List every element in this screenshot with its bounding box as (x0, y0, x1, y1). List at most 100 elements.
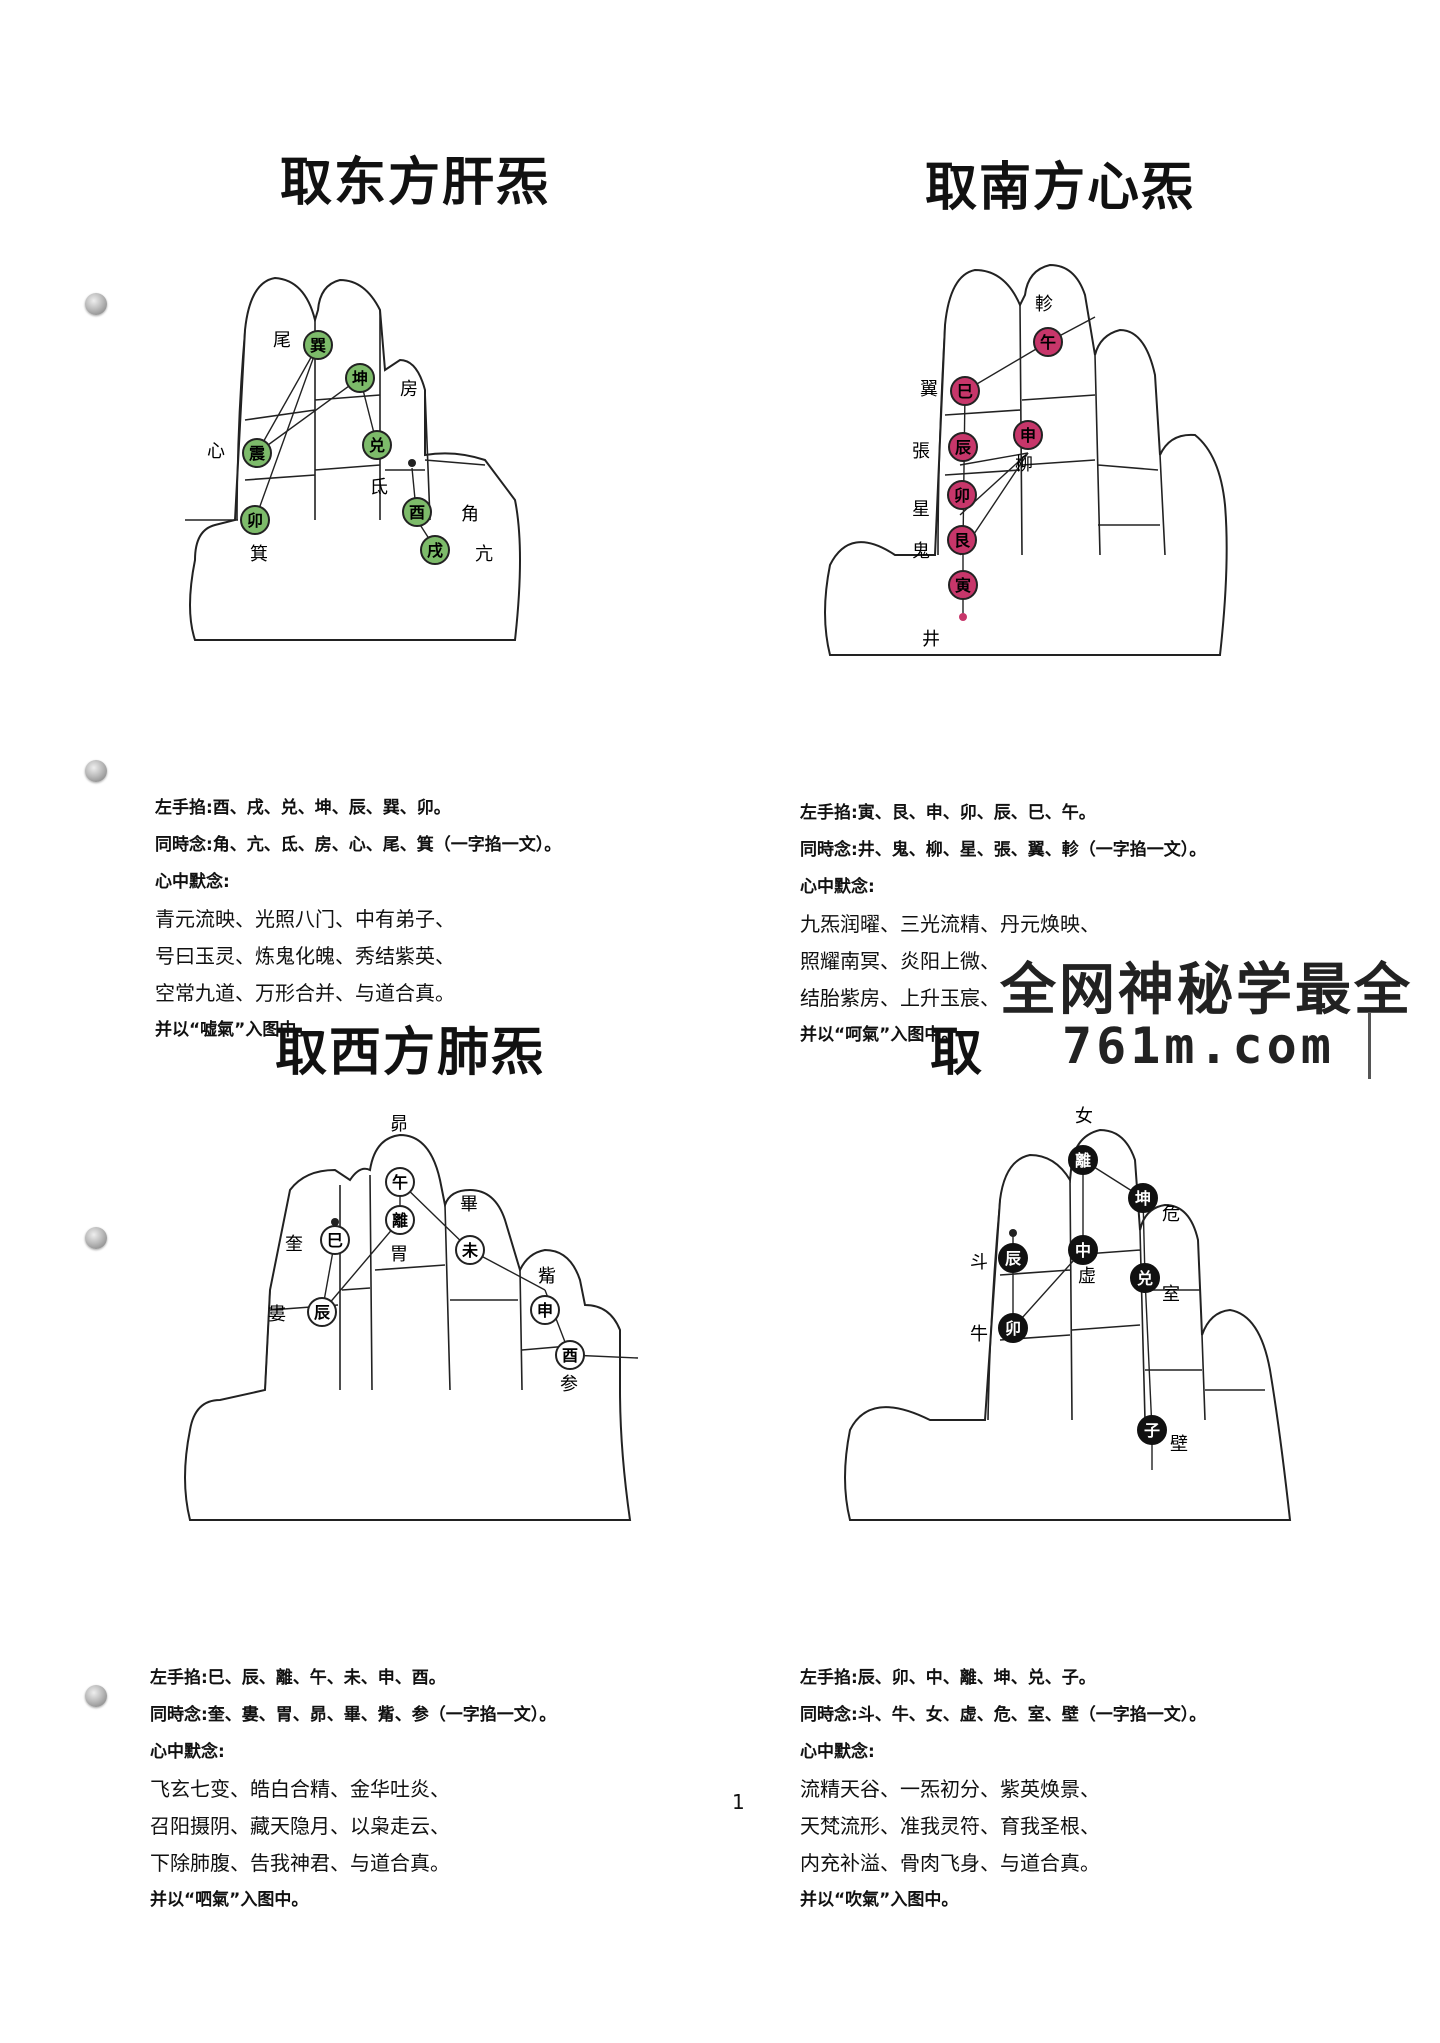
branch-marker: 午 (1033, 327, 1063, 357)
svg-text:艮: 艮 (954, 531, 971, 550)
branch-marker: 申 (1013, 420, 1043, 450)
svg-text:辰: 辰 (955, 438, 971, 457)
finger-lines (264, 1174, 581, 1391)
svg-text:危: 危 (1162, 1204, 1180, 1225)
svg-text:壁: 壁 (1170, 1434, 1188, 1455)
branch-marker: 辰 (998, 1243, 1028, 1273)
branch-markers: 午 巳 辰 卯 艮 寅 申 (947, 327, 1063, 600)
svg-text:離: 離 (1075, 1151, 1091, 1170)
branch-marker: 艮 (947, 525, 977, 555)
svg-text:斗: 斗 (970, 1252, 988, 1273)
svg-text:午: 午 (392, 1173, 408, 1192)
branch-marker: 卯 (947, 480, 977, 510)
branch-marker: 辰 (948, 432, 978, 462)
branch-marker: 戌 (420, 535, 450, 565)
branch-markers: 午 巳 離 未 辰 申 酉 (307, 1167, 585, 1370)
branch-marker: 酉 (402, 497, 432, 527)
branch-markers: 巽 震 坤 兑 酉 戌 卯 (240, 330, 450, 565)
svg-text:昴: 昴 (390, 1114, 408, 1135)
watermark-divider (1368, 1013, 1371, 1079)
svg-text:午: 午 (1040, 333, 1056, 352)
svg-text:張: 張 (912, 441, 930, 462)
svg-text:辰: 辰 (1005, 1249, 1021, 1268)
svg-text:女: 女 (1075, 1106, 1093, 1127)
palm-outline (189, 276, 521, 641)
svg-text:卯: 卯 (247, 511, 263, 530)
panel-text: 左手掐:辰、卯、中、離、坤、兑、子。 同時念:斗、牛、女、虚、危、室、壁（一字掐… (800, 1668, 1207, 1910)
finger-lines (987, 1179, 1265, 1421)
svg-text:酉: 酉 (562, 1346, 578, 1365)
hand-diagram-north: 離 坤 辰 中 兑 卯 子 女 危 斗 虚 室 牛 壁 (844, 1106, 1292, 1521)
svg-text:軫: 軫 (1035, 294, 1053, 315)
svg-text:亢: 亢 (475, 544, 493, 565)
panel-east: 取东方肝炁 巽 震 坤 兑 酉 戌 卯 尾 房 心 氐 角 亢 箕 (155, 140, 715, 1040)
svg-text:翼: 翼 (920, 379, 938, 400)
svg-text:申: 申 (537, 1301, 553, 1320)
branch-marker: 寅 (948, 570, 978, 600)
branch-marker: 兑 (362, 430, 392, 460)
panel-north: 取 離 坤 辰 中 兑 卯 子 女 危 斗 虚 室 牛 壁 (800, 1010, 1360, 1910)
svg-text:寅: 寅 (955, 576, 971, 595)
branch-marker: 卯 (240, 505, 270, 535)
branch-marker: 坤 (345, 363, 375, 393)
panel-west: 取西方肺炁 午 巳 離 未 辰 申 酉 昴 畢 奎 胃 婁 觜 参 (150, 1010, 710, 1910)
branch-marker: 辰 (307, 1297, 337, 1327)
svg-text:巳: 巳 (327, 1231, 343, 1250)
svg-text:参: 参 (560, 1374, 578, 1395)
branch-marker: 申 (530, 1295, 560, 1325)
branch-marker: 離 (385, 1205, 415, 1235)
svg-text:觜: 觜 (538, 1266, 556, 1287)
svg-text:星: 星 (912, 499, 930, 520)
palm-outline (184, 1133, 632, 1521)
svg-text:巽: 巽 (310, 336, 326, 355)
svg-text:未: 未 (461, 1241, 478, 1260)
svg-text:氐: 氐 (370, 477, 388, 498)
svg-text:柳: 柳 (1015, 454, 1033, 475)
svg-text:辰: 辰 (314, 1303, 330, 1322)
svg-text:井: 井 (922, 629, 940, 650)
svg-text:坤: 坤 (1135, 1189, 1151, 1208)
svg-text:箕: 箕 (250, 544, 268, 565)
svg-text:震: 震 (248, 444, 266, 463)
star-labels: 軫 翼 張 星 鬼 井 柳 (912, 294, 1053, 650)
watermark: 全网神秘学最全 761m.com (1000, 945, 1440, 1085)
branch-marker: 坤 (1128, 1183, 1158, 1213)
panel-text: 左手掐:巳、辰、離、午、未、申、酉。 同時念:奎、婁、胃、昴、畢、觜、参（一字掐… (150, 1668, 557, 1910)
svg-text:酉: 酉 (409, 503, 425, 522)
svg-text:尾: 尾 (273, 330, 291, 351)
svg-text:子: 子 (1144, 1421, 1160, 1440)
svg-text:婁: 婁 (268, 1304, 286, 1325)
branch-marker: 巽 (303, 330, 333, 360)
svg-text:坤: 坤 (352, 369, 368, 388)
svg-text:兑: 兑 (1137, 1269, 1153, 1288)
svg-text:兑: 兑 (369, 436, 385, 455)
svg-text:卯: 卯 (954, 486, 970, 505)
svg-text:角: 角 (461, 504, 479, 525)
svg-text:巳: 巳 (957, 382, 973, 401)
panel-title: 取西方肺炁 (274, 1022, 545, 1083)
svg-text:畢: 畢 (460, 1194, 478, 1215)
finger-lines (236, 310, 486, 521)
svg-text:房: 房 (400, 379, 418, 400)
branch-marker: 離 (1068, 1145, 1098, 1175)
svg-text:虚: 虚 (1078, 1266, 1096, 1287)
watermark-line2: 761m.com (1062, 1017, 1335, 1075)
branch-marker: 中 (1068, 1235, 1098, 1265)
svg-text:中: 中 (1075, 1241, 1091, 1260)
hand-diagram-south: 午 巳 辰 卯 艮 寅 申 軫 翼 張 星 鬼 井 柳 (824, 263, 1228, 656)
binder-hole (85, 760, 107, 782)
panel-south: 取南方心炁 午 巳 辰 卯 艮 寅 申 軫 翼 張 星 鬼 井 柳 (800, 145, 1360, 1045)
panel-title: 取 (930, 1022, 985, 1083)
svg-text:鬼: 鬼 (912, 541, 930, 562)
branch-marker: 震 (242, 438, 272, 468)
svg-text:申: 申 (1020, 426, 1036, 445)
panel-title: 取东方肝炁 (279, 152, 550, 213)
svg-text:戌: 戌 (427, 541, 443, 560)
branch-markers: 離 坤 辰 中 兑 卯 子 (998, 1145, 1167, 1445)
svg-text:牛: 牛 (970, 1324, 988, 1345)
hand-diagram-west: 午 巳 離 未 辰 申 酉 昴 畢 奎 胃 婁 觜 参 (184, 1114, 639, 1521)
page-number: 1 (732, 1790, 745, 1814)
branch-marker: 巳 (320, 1225, 350, 1255)
branch-marker: 午 (385, 1167, 415, 1197)
svg-text:卯: 卯 (1005, 1319, 1021, 1338)
